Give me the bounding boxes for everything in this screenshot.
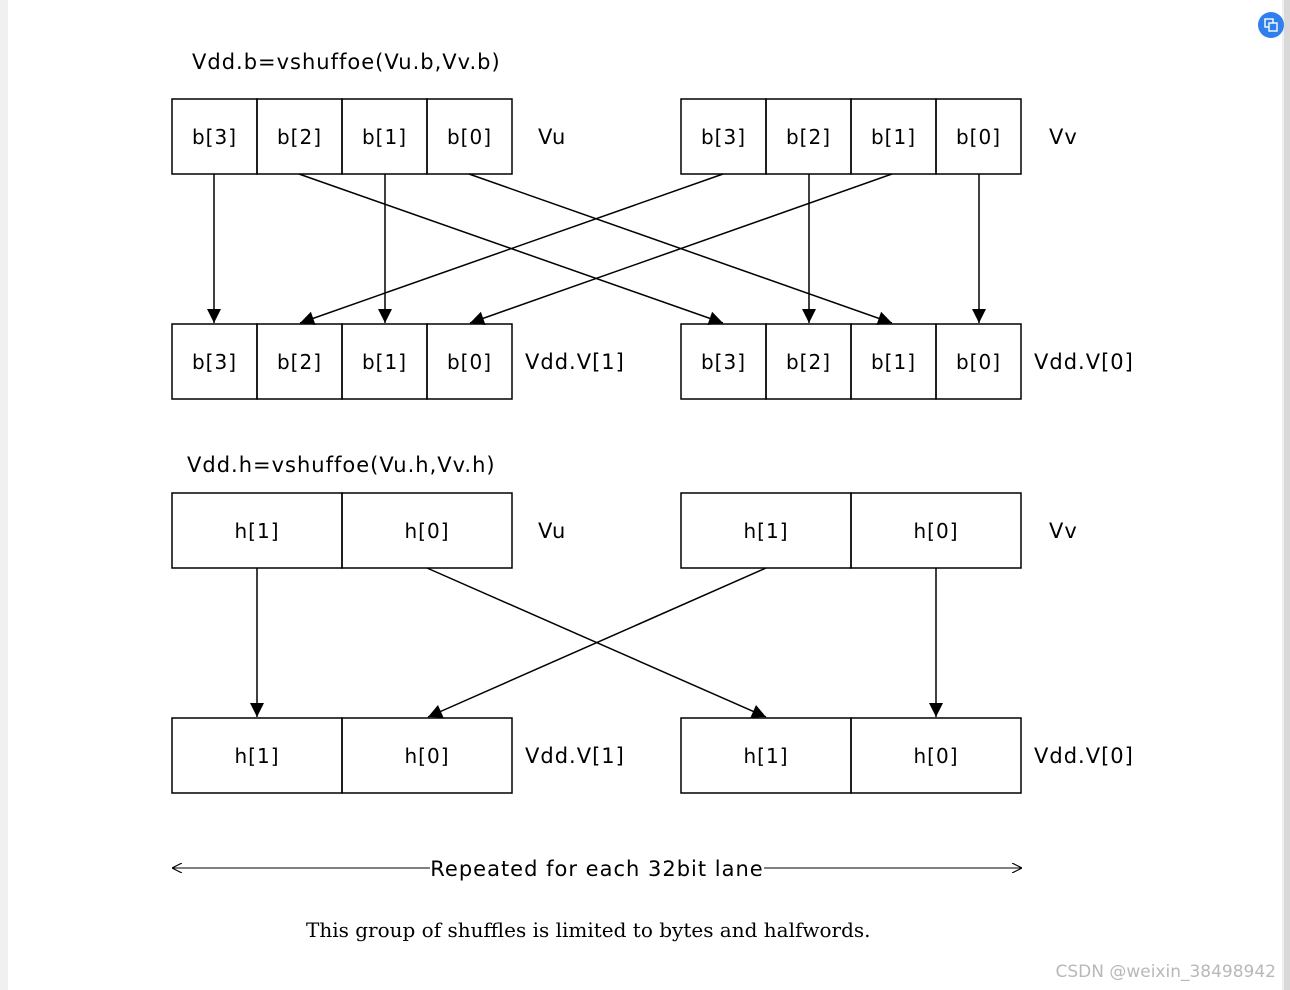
byte-shuffle-arrows (207, 173, 986, 325)
vdd-v1-byte-register: b[3] b[2] b[1] b[0] (171, 323, 513, 400)
byte-cell-label: b[2] (277, 125, 322, 149)
document-page: Vdd.b=vshuffoe(Vu.b,Vv.b) b[3] b[2] b[1]… (8, 0, 1282, 990)
figure-caption: This group of shuffles is limited to byt… (306, 918, 871, 942)
byte-cell-label: b[2] (786, 125, 831, 149)
byte-cell-label: b[0] (447, 350, 492, 374)
byte-cell-label: b[1] (871, 350, 916, 374)
byte-cell-label: b[3] (701, 125, 746, 149)
vdd-v1-label: Vdd.V[1] (525, 350, 625, 374)
watermark: CSDN @weixin_38498942 (1055, 962, 1276, 982)
byte-cell-label: b[2] (277, 350, 322, 374)
vv-register-label: Vv (1049, 519, 1078, 543)
vdd-v1-halfword-register: h[1] h[0] (171, 717, 513, 794)
vu-register-label: Vu (538, 125, 566, 149)
byte-cell-label: b[0] (447, 125, 492, 149)
vv-byte-register: b[3] b[2] b[1] b[0] (680, 98, 1022, 175)
byte-cell-label: b[1] (362, 125, 407, 149)
vu-halfword-register: h[1] h[0] (171, 492, 513, 569)
vdd-v0-halfword-register: h[1] h[0] (680, 717, 1022, 794)
arrow (299, 173, 724, 325)
halfword-cell-label: h[0] (404, 744, 449, 768)
halfword-cell-label: h[0] (404, 519, 449, 543)
vdd-v0-byte-register: b[3] b[2] b[1] b[0] (680, 323, 1022, 400)
vu-byte-register: b[3] b[2] b[1] b[0] (171, 98, 513, 175)
byte-shuffle-title: Vdd.b=vshuffoe(Vu.b,Vv.b) (192, 50, 501, 74)
byte-cell-label: b[3] (701, 350, 746, 374)
byte-cell-label: b[0] (956, 125, 1001, 149)
halfword-shuffle-title: Vdd.h=vshuffoe(Vu.h,Vv.h) (187, 453, 496, 477)
vv-register-label: Vv (1049, 125, 1078, 149)
arrow (469, 173, 893, 325)
vdd-v0-label: Vdd.V[0] (1034, 350, 1134, 374)
lane-label: Repeated for each 32bit lane (430, 857, 763, 881)
byte-cell-label: b[3] (192, 125, 237, 149)
vdd-v0-label: Vdd.V[0] (1034, 744, 1134, 768)
halfword-cell-label: h[1] (743, 519, 788, 543)
halfword-cell-label: h[1] (234, 519, 279, 543)
byte-cell-label: b[2] (786, 350, 831, 374)
scrollbar[interactable] (1284, 0, 1290, 990)
halfword-cell-label: h[0] (913, 519, 958, 543)
byte-cell-label: b[1] (871, 125, 916, 149)
byte-cell-label: b[0] (956, 350, 1001, 374)
halfword-cell-label: h[1] (743, 744, 788, 768)
vu-register-label: Vu (538, 519, 566, 543)
halfword-cell-label: h[1] (234, 744, 279, 768)
vdd-v1-label: Vdd.V[1] (525, 744, 625, 768)
halfword-shuffle-arrows (250, 567, 943, 718)
byte-cell-label: b[1] (362, 350, 407, 374)
arrow (427, 567, 767, 718)
translate-icon[interactable] (1258, 12, 1284, 38)
vv-halfword-register: h[1] h[0] (680, 492, 1022, 569)
byte-cell-label: b[3] (192, 350, 237, 374)
shuffle-diagram: Vdd.b=vshuffoe(Vu.b,Vv.b) b[3] b[2] b[1]… (171, 50, 1276, 982)
halfword-cell-label: h[0] (913, 744, 958, 768)
